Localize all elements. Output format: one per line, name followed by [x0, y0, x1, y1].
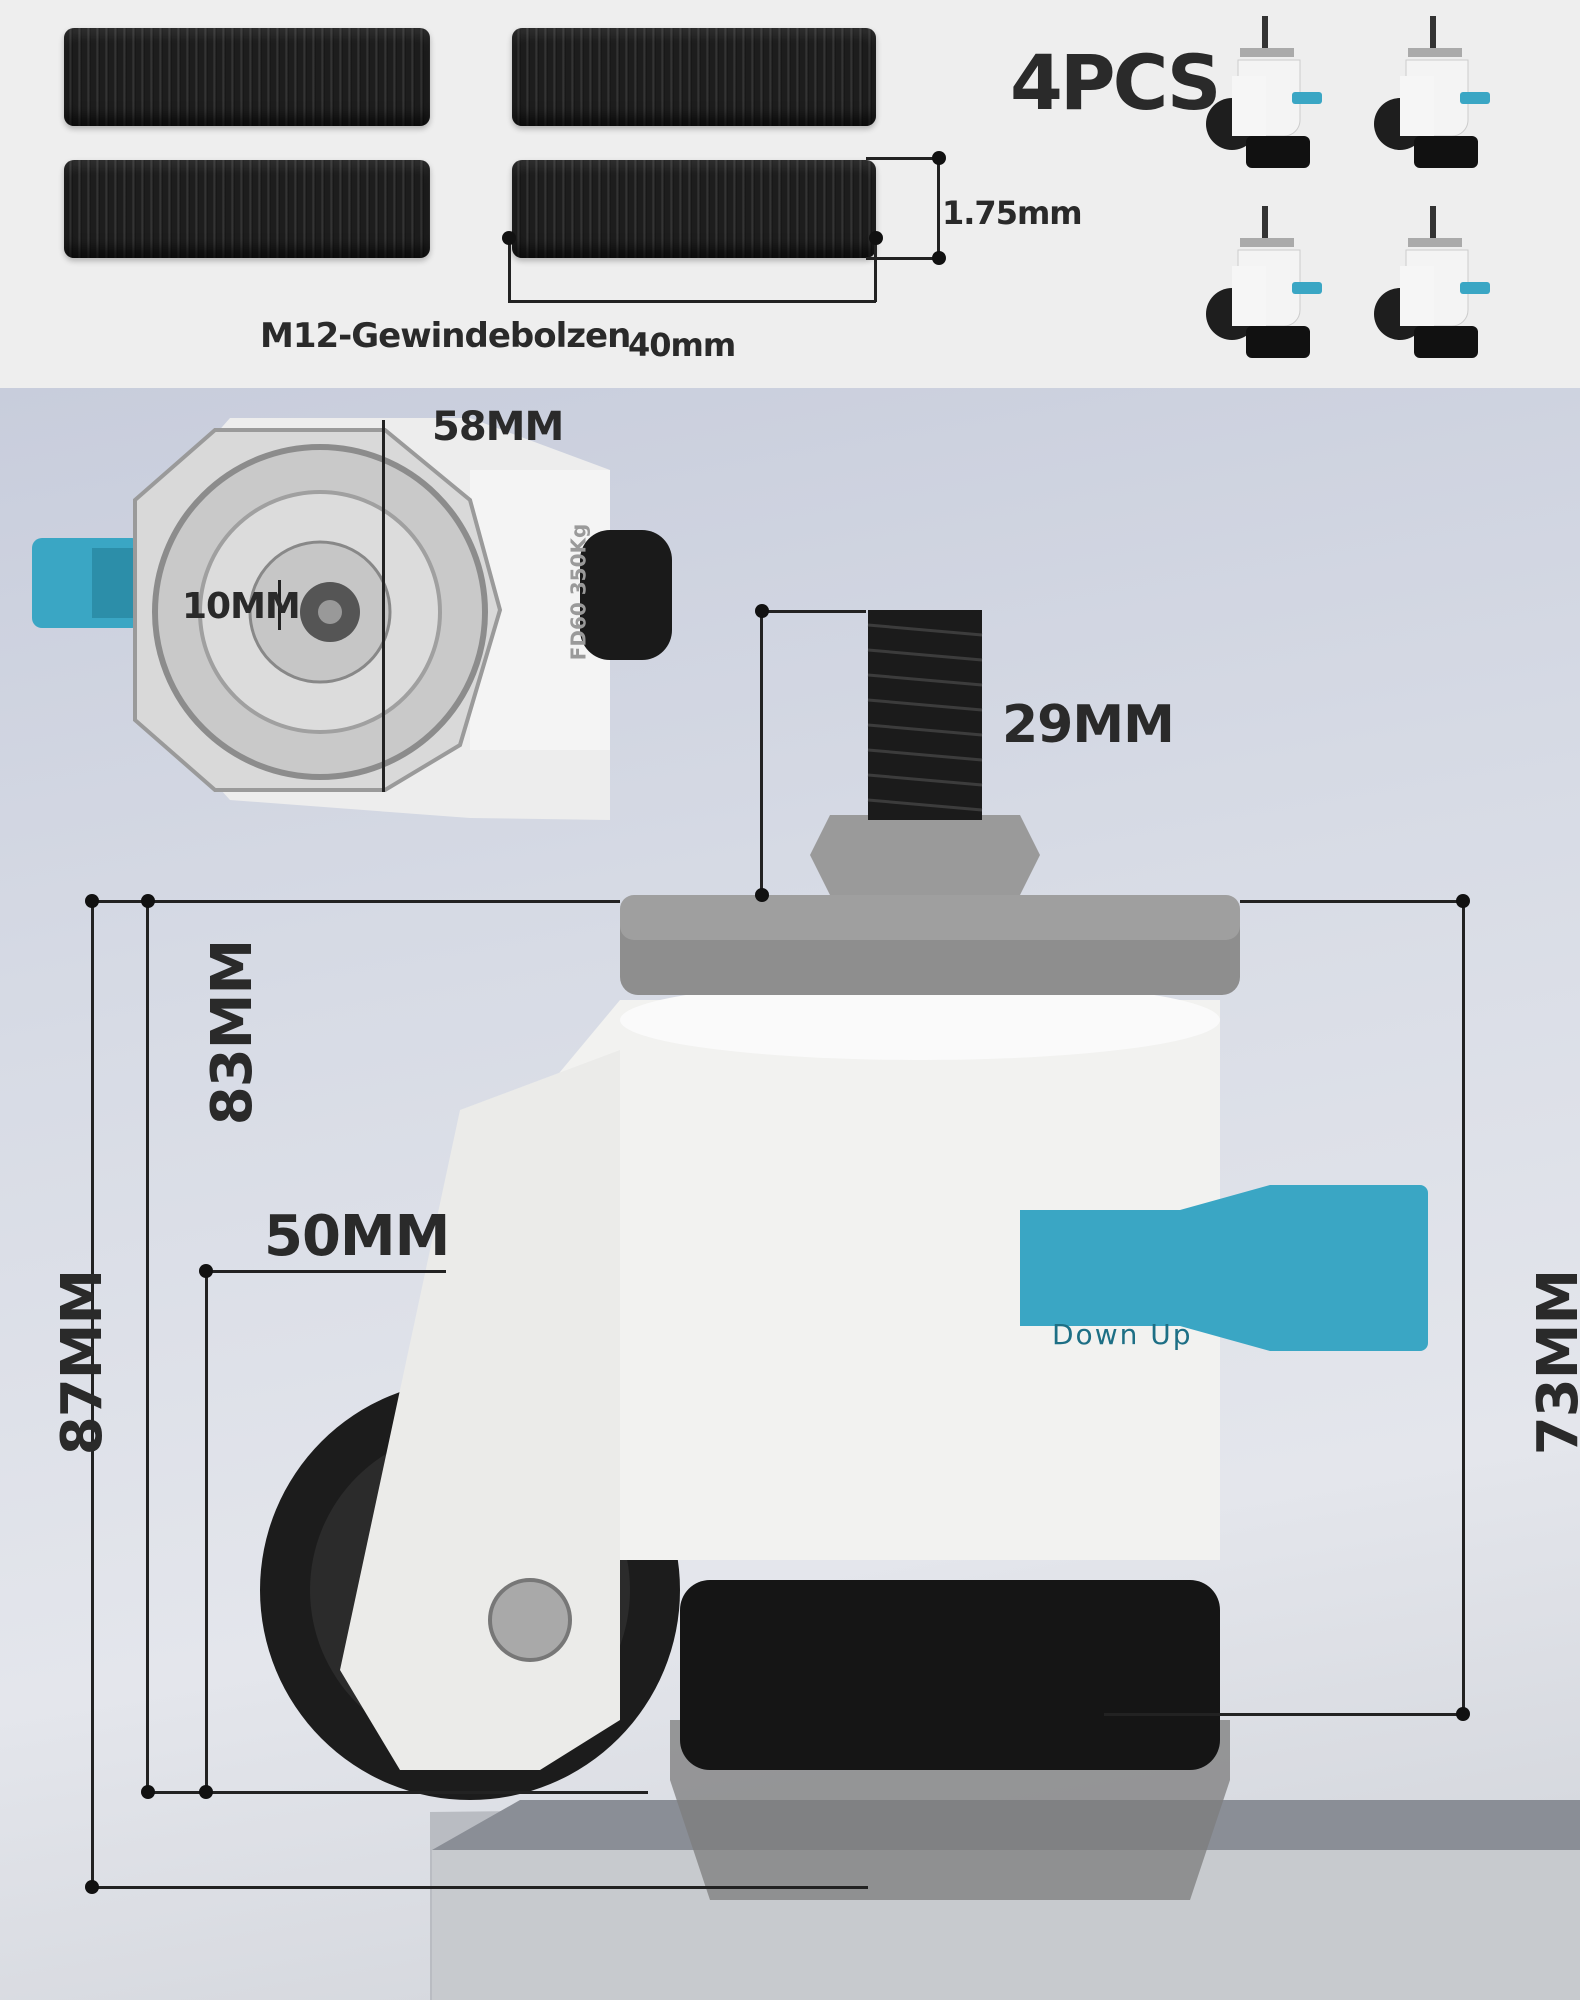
- adjust-handle[interactable]: [1020, 1185, 1428, 1351]
- pitch-dot-bottom: [932, 251, 946, 265]
- thread-pitch-label: 1.75mm: [942, 194, 1083, 232]
- height-73-dot-bottom: [1456, 1707, 1470, 1721]
- pitch-line-vert: [937, 158, 940, 258]
- threaded-bolt-4: [512, 160, 876, 258]
- height-87-bottom-line: [92, 1886, 868, 1889]
- height-83-bottom-line: [148, 1791, 648, 1794]
- threaded-bolt-3: [64, 160, 430, 258]
- height-73-dot-top: [1456, 894, 1470, 908]
- height-87-vert-line: [91, 900, 94, 1886]
- height-87-dot-top: [85, 894, 99, 908]
- plate-width-line: [382, 420, 385, 792]
- height-83-dot-top: [141, 894, 155, 908]
- pitch-line-top: [866, 157, 940, 160]
- height-83-dot-bottom: [141, 1785, 155, 1799]
- stud-height-dot-bottom: [755, 888, 769, 902]
- height-73-top-line: [1240, 900, 1464, 903]
- height-83-vert-line: [146, 900, 149, 1792]
- bolt-length-line-right: [874, 238, 877, 302]
- hex-nut: [810, 815, 1040, 895]
- quantity-label: 4PCS: [1010, 38, 1222, 127]
- threaded-bolt-1: [64, 28, 430, 126]
- bolt-length-line-left: [508, 238, 511, 302]
- caster-body: [520, 1000, 1220, 1560]
- bolt-name-label: M12-Gewindebolzen: [260, 316, 631, 356]
- bolt-length-label: 40mm: [628, 326, 736, 364]
- height-73-bottom-line: [1104, 1713, 1464, 1716]
- pitch-dot-top: [932, 151, 946, 165]
- bolt-diameter-label: 10MM: [182, 586, 301, 627]
- plate-width-label: 58MM: [432, 404, 564, 450]
- wheel-dot-top: [199, 1264, 213, 1278]
- bolt-length-line-bottom: [508, 300, 876, 303]
- height-87-dot-bottom: [85, 1880, 99, 1894]
- wheel-line-vert: [205, 1270, 208, 1792]
- height-83-label: 83MM: [200, 939, 266, 1126]
- handle-text: Down Up: [1052, 1318, 1193, 1351]
- height-87-label: 87MM: [50, 1269, 116, 1456]
- height-73-label: 73MM: [1526, 1269, 1580, 1456]
- wheel-dot-bottom: [199, 1785, 213, 1799]
- threaded-stud: [868, 610, 982, 820]
- stud-height-dot-top: [755, 604, 769, 618]
- pivot-screw-icon: [488, 1578, 572, 1662]
- wheel-line-top: [206, 1270, 446, 1273]
- bolt-diameter-line: [278, 580, 281, 630]
- height-73-vert-line: [1462, 900, 1465, 1714]
- stud-height-line-vert: [760, 610, 763, 896]
- bolt-length-dot-right: [869, 231, 883, 245]
- pitch-line-bottom: [866, 257, 940, 260]
- stud-height-line-top: [762, 610, 866, 613]
- wheel-diameter-label: 50MM: [264, 1204, 450, 1269]
- threaded-bolt-2: [512, 28, 876, 126]
- stud-height-label: 29MM: [1002, 695, 1175, 755]
- height-87-top-line: [92, 900, 620, 903]
- bolt-length-dot-left: [502, 231, 516, 245]
